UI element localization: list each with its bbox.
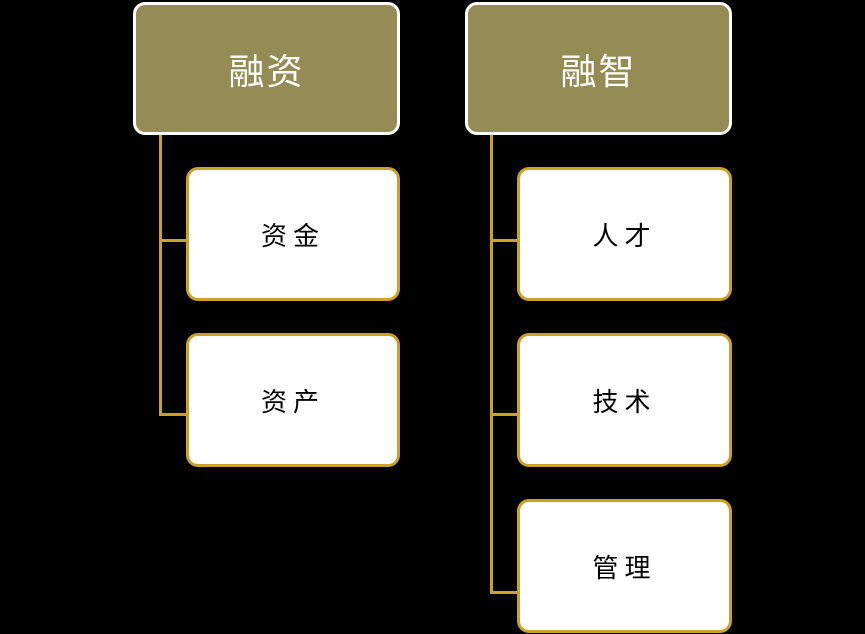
- item-label: 资金: [260, 221, 325, 252]
- group-financing-item-assets: 资产: [186, 333, 400, 467]
- item-label: 技术: [592, 387, 657, 418]
- item-label: 资产: [260, 387, 325, 418]
- group-intellect-title: 融智: [560, 51, 637, 93]
- group-financing-branch-line-2: [159, 413, 188, 416]
- group-financing-title: 融资: [228, 51, 305, 93]
- group-financing-item-funds: 资金: [186, 167, 400, 301]
- group-financing-header: 融资: [133, 2, 400, 135]
- item-label: 管理: [592, 553, 657, 584]
- group-financing-trunk-line: [159, 133, 162, 416]
- group-intellect-item-talent: 人才: [517, 167, 732, 301]
- item-label: 人才: [592, 221, 657, 252]
- group-intellect-trunk-line: [490, 133, 493, 594]
- group-intellect-header: 融智: [465, 2, 732, 135]
- group-intellect-branch-line-1: [490, 239, 520, 242]
- group-intellect-item-technology: 技术: [517, 333, 732, 467]
- group-financing-branch-line-1: [159, 239, 188, 242]
- group-intellect-item-management: 管理: [517, 499, 732, 633]
- group-intellect-branch-line-2: [490, 413, 520, 416]
- group-intellect-branch-line-3: [490, 591, 520, 594]
